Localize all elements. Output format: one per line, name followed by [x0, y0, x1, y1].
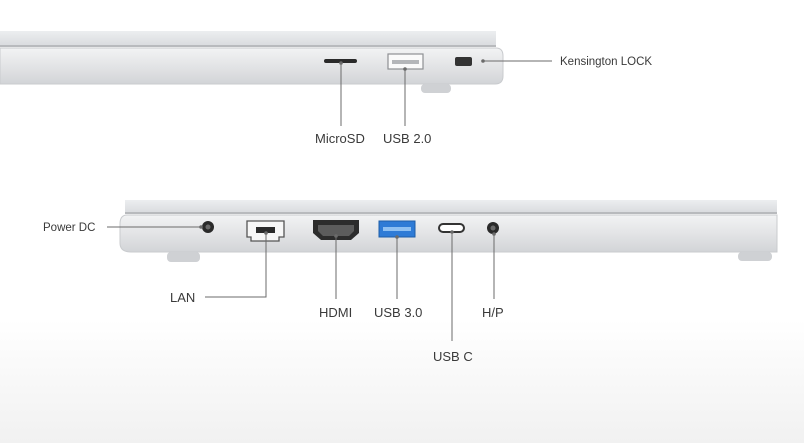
label-power-dc: Power DC	[43, 222, 96, 234]
bottom-leader-lines	[107, 226, 495, 341]
label-microsd: MicroSD	[315, 131, 365, 146]
top-lid	[0, 31, 496, 46]
bottom-hinge-gap	[125, 212, 777, 214]
microsd-slot-icon	[324, 59, 357, 63]
label-usb2: USB 2.0	[383, 131, 432, 146]
label-lan: LAN	[170, 290, 196, 305]
label-hdmi: HDMI	[319, 305, 353, 320]
bottom-foot-right	[738, 252, 772, 261]
label-hp: H/P	[482, 305, 504, 320]
label-usb3: USB 3.0	[374, 305, 423, 320]
top-base	[0, 47, 504, 85]
laptop-left-side	[119, 200, 778, 262]
top-foot	[421, 84, 451, 93]
bottom-base	[119, 214, 778, 253]
lan-leader-line	[205, 233, 267, 298]
kensington-slot-icon	[455, 57, 472, 66]
laptop-right-side	[0, 31, 504, 93]
top-leader-lines	[340, 60, 552, 126]
bottom-foot-left	[167, 252, 200, 262]
label-kensington-lock: Kensington LOCK	[560, 56, 653, 68]
top-hinge-gap	[0, 45, 496, 47]
bottom-lid	[125, 200, 777, 213]
label-usbc: USB C	[433, 349, 473, 364]
